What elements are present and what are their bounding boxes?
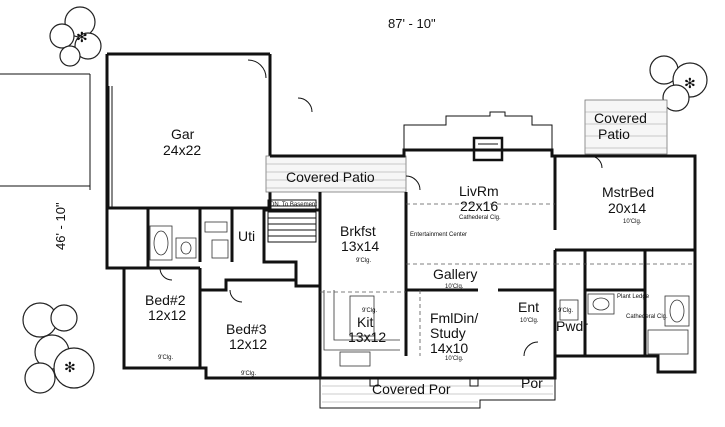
brkfst-note: 9'Clg. xyxy=(356,258,371,264)
overall-depth-label: 46' - 10" xyxy=(53,202,68,250)
brkfst-size: 13x14 xyxy=(341,238,379,254)
tree-bottom-left-icon: ✻ xyxy=(22,302,95,394)
bed3-note: 9'Clg. xyxy=(241,371,256,377)
mstr-bath-clg-note: Cathederal Clg. xyxy=(626,314,668,320)
bed3-label: Bed#3 xyxy=(226,321,267,337)
fmldin-note: 10'Clg. xyxy=(445,356,464,362)
stairs xyxy=(267,199,317,243)
mstrbed-size: 20x14 xyxy=(608,200,646,216)
garage-size: 24x22 xyxy=(163,142,201,158)
covered-por-label: Covered Por xyxy=(372,381,451,397)
por-label: Por xyxy=(521,375,543,391)
bed2-note: 9'Clg. xyxy=(158,355,173,361)
covered-patio-back xyxy=(265,155,407,193)
garage xyxy=(105,52,272,210)
door-swings xyxy=(159,97,603,357)
pwdr-label: Pwdr xyxy=(556,318,588,334)
livrm-size: 22x16 xyxy=(460,198,498,214)
garage-label: Gar xyxy=(171,126,195,142)
kit-note: 9'Clg. xyxy=(362,308,377,314)
covered-patio-right xyxy=(584,99,668,155)
covered-porch xyxy=(319,377,556,409)
brkfst-label: Brkfst xyxy=(340,223,376,239)
pwdr-note: 9'Clg. xyxy=(558,308,573,314)
ent-note: 10'Clg. xyxy=(520,318,539,324)
svg-text:✻: ✻ xyxy=(684,75,696,91)
covered-patio-right-label-1: Covered xyxy=(594,110,647,126)
living-rear-bay xyxy=(403,111,553,162)
kit-size: 13x12 xyxy=(348,329,386,345)
tree-top-right-icon: ✻ xyxy=(649,55,708,112)
gallery-label: Gallery xyxy=(433,266,477,282)
svg-text:✻: ✻ xyxy=(76,29,88,45)
ent-label: Ent xyxy=(518,299,539,315)
overall-width-label: 87' - 10" xyxy=(388,16,436,31)
kit-label: Kit xyxy=(357,314,373,330)
entertainment-note: Entertainment Center xyxy=(410,232,467,238)
fmldin-size: 14x10 xyxy=(430,340,468,356)
kitchen-counters xyxy=(323,290,400,367)
covered-patio-right-label-2: Patio xyxy=(598,126,630,142)
covered-patio-back-label: Covered Patio xyxy=(286,169,375,185)
hall-bath-fixtures xyxy=(149,221,229,261)
bed2-size: 12x12 xyxy=(148,307,186,323)
gallery-note: 10'Clg. xyxy=(445,284,464,290)
uti-label: Uti xyxy=(238,228,255,244)
ceiling-lines xyxy=(320,203,695,356)
bed3-size: 12x12 xyxy=(229,336,267,352)
livrm-note: Cathederal Clg. xyxy=(459,215,501,221)
plant-ledge-note: Plant Ledge xyxy=(617,294,650,300)
tree-top-left-icon: ✻ xyxy=(49,6,102,67)
livrm-label: LivRm xyxy=(459,183,499,199)
interior-walls xyxy=(124,156,695,356)
svg-text:✻: ✻ xyxy=(64,359,76,375)
fmldin-label-2: Study xyxy=(430,325,466,341)
fmldin-label-1: FmlDin/ xyxy=(430,310,478,326)
mstrbed-note: 10'Clg. xyxy=(623,219,642,225)
bed2-label: Bed#2 xyxy=(145,292,186,308)
master-bath-fixtures xyxy=(559,293,690,355)
dn-basement-note: DN. To Basement xyxy=(270,202,317,208)
mstrbed-label: MstrBed xyxy=(602,184,654,200)
driveway xyxy=(0,73,91,190)
